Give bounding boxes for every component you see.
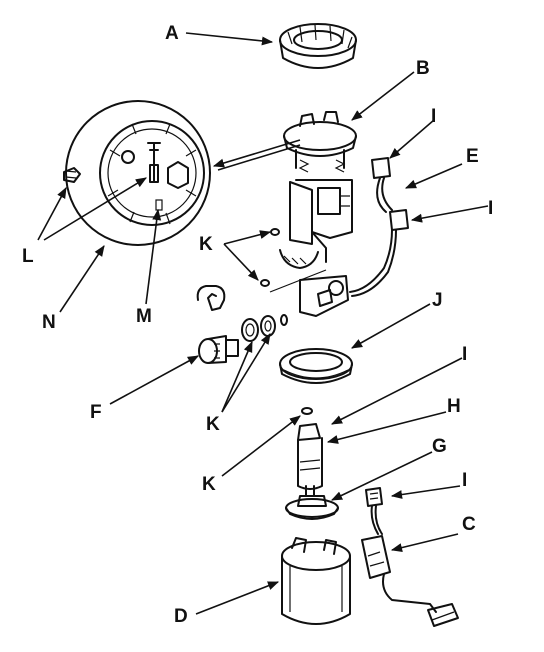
label-j: J bbox=[432, 290, 443, 311]
label-b: B bbox=[416, 58, 430, 79]
label-c: C bbox=[462, 514, 476, 535]
label-i-lower: I bbox=[462, 470, 467, 491]
pressure-regulator bbox=[198, 335, 239, 364]
label-a: A bbox=[165, 23, 179, 44]
callout-labels: A B I E I K L N M J I F H K G K I C D bbox=[22, 23, 493, 627]
clip bbox=[196, 285, 226, 311]
label-k-upper: K bbox=[199, 234, 213, 255]
label-g: G bbox=[432, 436, 447, 457]
label-h: H bbox=[447, 396, 461, 417]
label-i-upper: I bbox=[431, 106, 436, 127]
o-rings bbox=[241, 228, 288, 342]
label-i-mid: I bbox=[462, 344, 467, 365]
fuel-filter bbox=[285, 495, 339, 520]
label-m: M bbox=[136, 306, 152, 327]
level-sensor bbox=[361, 487, 459, 627]
lock-ring bbox=[279, 23, 357, 69]
flange-top-view bbox=[63, 100, 211, 246]
label-k-lower: K bbox=[202, 474, 216, 495]
label-n: N bbox=[42, 312, 56, 333]
label-l: L bbox=[22, 246, 34, 267]
fuel-pump-assembly bbox=[269, 111, 357, 317]
leader-lines bbox=[37, 32, 489, 615]
label-e: E bbox=[466, 146, 479, 167]
fuel-pump bbox=[297, 407, 323, 497]
label-k-middle: K bbox=[206, 414, 220, 435]
strainer-cup bbox=[281, 537, 351, 625]
label-f: F bbox=[90, 402, 102, 423]
base-gasket bbox=[279, 348, 353, 384]
label-i-right: I bbox=[488, 198, 493, 219]
fuel-gauge-harness bbox=[349, 157, 409, 297]
label-d: D bbox=[174, 606, 188, 627]
